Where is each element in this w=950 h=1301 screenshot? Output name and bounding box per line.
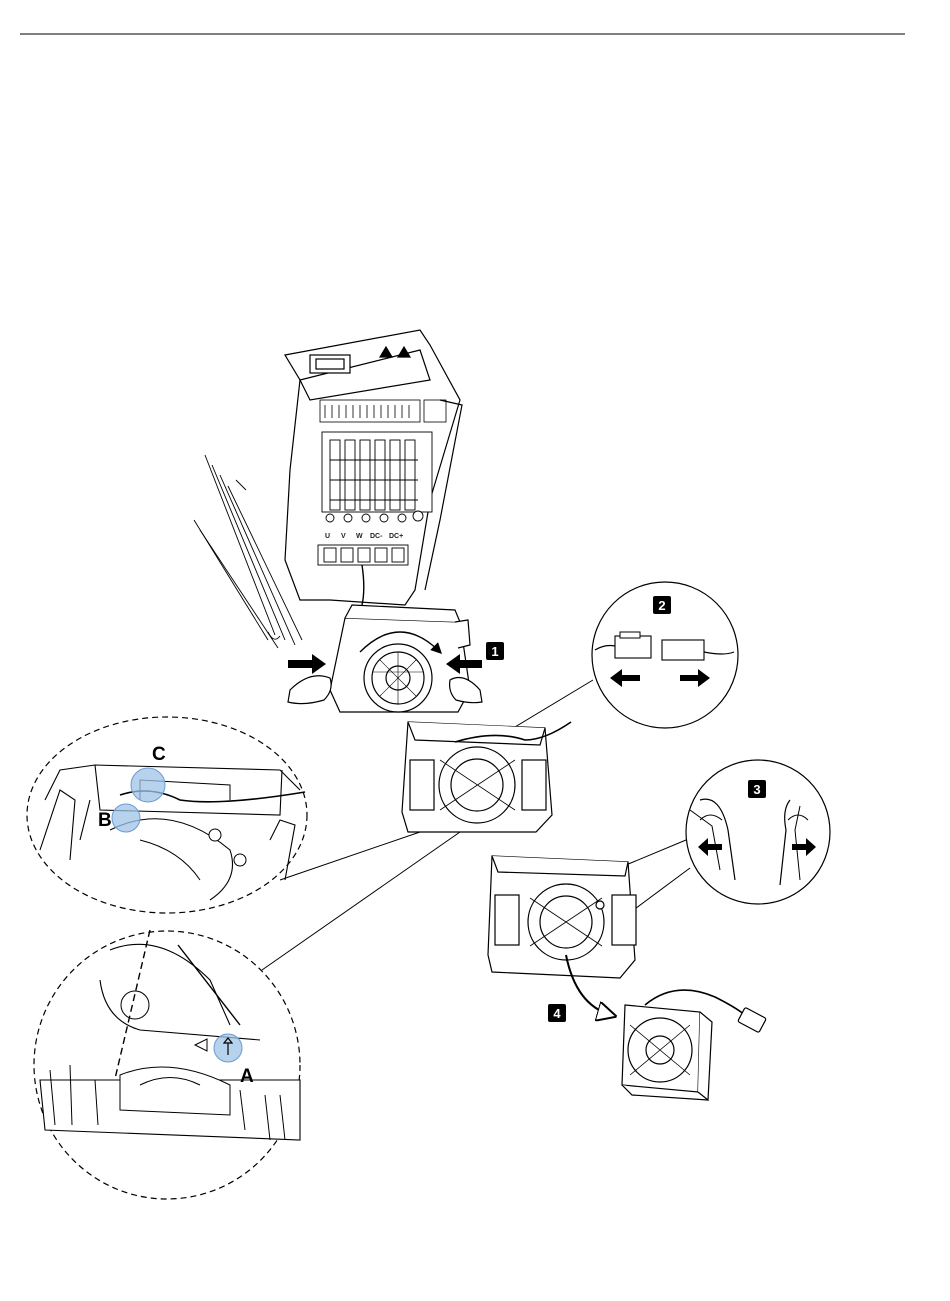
step-4-badge: 4 — [548, 1004, 566, 1022]
terminal-label-u: U — [325, 533, 330, 540]
push-arrow-left — [288, 654, 326, 674]
tab-release-detail-circle: 3 — [686, 760, 830, 904]
terminal-label-v: V — [341, 533, 346, 540]
detail-circle-bc: C B — [27, 717, 307, 913]
removed-fan — [622, 990, 766, 1100]
svg-text:3: 3 — [753, 782, 760, 797]
label-a: A — [240, 1066, 254, 1087]
label-b: B — [98, 810, 112, 831]
fan-housing-middle — [402, 722, 571, 832]
control-terminals — [320, 400, 446, 422]
terminal-label-dc-plus: DC+ — [389, 533, 403, 540]
step-1-badge: 1 — [486, 642, 504, 660]
fan-housing-lower — [488, 856, 636, 978]
terminal-label-dc-minus: DC- — [370, 533, 383, 540]
terminal-label-w: W — [356, 533, 363, 540]
inverter-unit: U V W DC- DC+ — [194, 330, 462, 648]
highlight-b — [112, 804, 140, 832]
svg-text:1: 1 — [491, 644, 498, 659]
detail-circle-a: A — [34, 930, 300, 1199]
label-c: C — [152, 744, 166, 765]
highlight-c — [131, 768, 165, 802]
svg-text:4: 4 — [553, 1006, 561, 1021]
svg-text:2: 2 — [658, 598, 665, 613]
step-3-badge: 3 — [748, 780, 766, 798]
connector-detail-circle: 2 — [592, 582, 738, 728]
step-2-badge: 2 — [653, 596, 671, 614]
